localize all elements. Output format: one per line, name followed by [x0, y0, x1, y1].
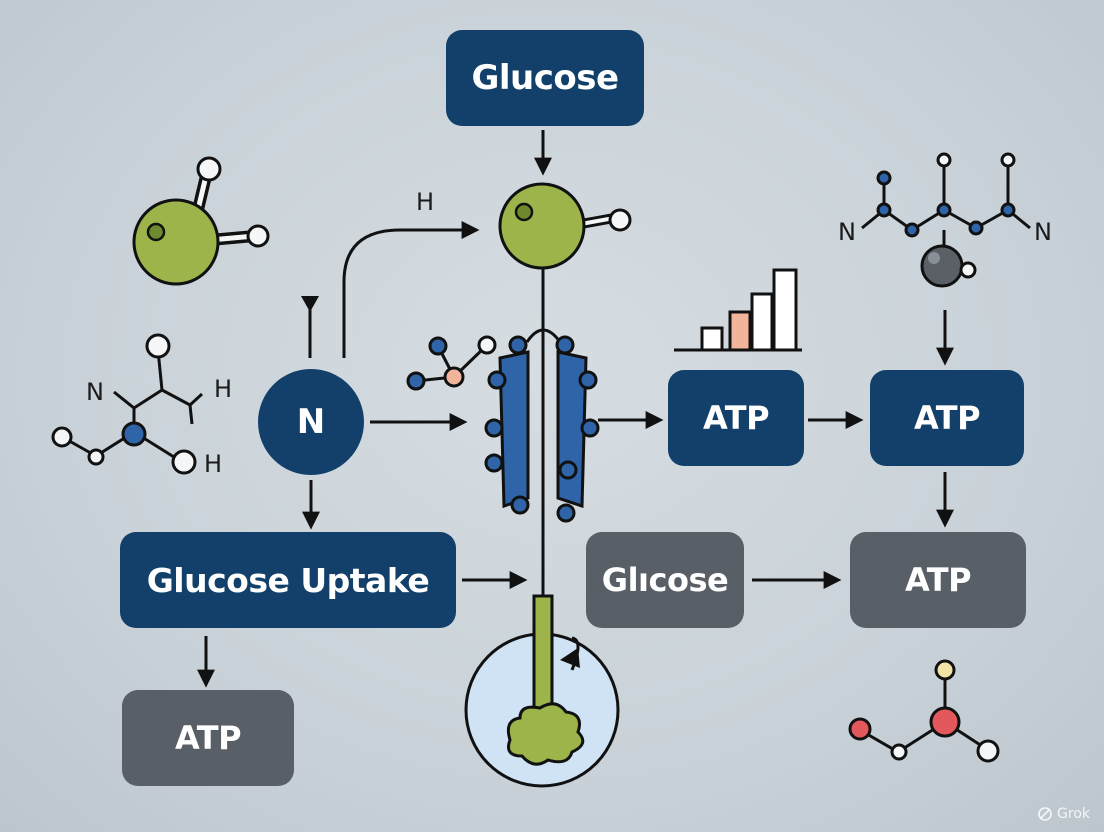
glucose-node: Glucose: [446, 30, 644, 126]
central-green-ball: [498, 182, 632, 270]
left-skeleton-molecule: [51, 333, 204, 475]
bottom-right-molecule: [848, 659, 1000, 763]
n-label-right-molecule-left: N: [838, 218, 856, 246]
arrow-tick-head: [301, 296, 319, 312]
h-label-left-molecule-top: H: [214, 375, 233, 403]
bottom-vesicle: [464, 594, 620, 788]
atp-node-middle-left: ATP: [668, 370, 804, 466]
atp-node-bottom-left: ATP: [122, 690, 294, 786]
arrow-n-curve-to-ball: [342, 221, 480, 358]
n-label-right-molecule-right: N: [1034, 218, 1052, 246]
glicose-node: Glıcose: [586, 532, 744, 628]
n-node: N: [258, 369, 364, 475]
atp-node-middle-right: ATP: [870, 370, 1024, 466]
atp-node-lower-right: ATP: [850, 532, 1026, 628]
grok-logo-icon: [1038, 807, 1052, 821]
grok-watermark: Grok: [1037, 806, 1090, 822]
h-label-arrow: H: [416, 188, 435, 216]
bar-chart-icon: [674, 268, 802, 352]
membrane-channel: [484, 328, 600, 523]
membrane-side-molecule: [406, 335, 497, 391]
n-label-left-molecule: N: [86, 378, 104, 406]
right-chain-molecule: [861, 152, 1031, 288]
green-ball-molecule: [132, 156, 270, 286]
glucose-uptake-node: Glucose Uptake: [120, 532, 456, 628]
h-label-left-molecule-bottom: H: [204, 450, 223, 478]
watermark-text: Grok: [1057, 806, 1090, 822]
